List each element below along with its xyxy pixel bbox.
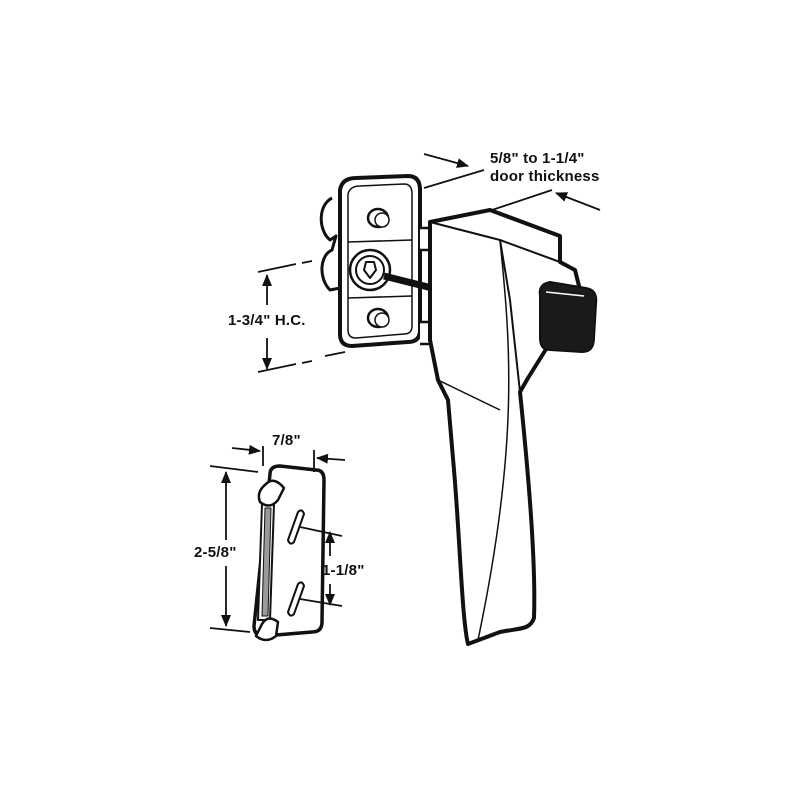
hole-centers-label: 1-3/4" H.C.	[228, 312, 306, 329]
hole-centers-dimension	[257, 260, 346, 373]
keeper-height-dimension	[209, 465, 259, 633]
latch-body	[428, 208, 582, 646]
keeper-hole-spacing-dimension	[299, 526, 343, 607]
keeper-width-label: 7/8"	[272, 432, 301, 449]
keeper	[252, 464, 326, 642]
mounting-plate	[319, 174, 422, 348]
door-thickness-dimension	[423, 153, 601, 211]
door-thickness-label-line1: 5/8" to 1-1/4"	[490, 150, 585, 167]
door-thickness-label-line2: door thickness	[490, 168, 600, 185]
keeper-width-dimension	[231, 444, 346, 472]
keeper-hole-spacing-label: 1-1/8"	[322, 562, 365, 579]
keeper-height-label: 2-5/8"	[194, 544, 237, 561]
push-button	[538, 280, 598, 354]
